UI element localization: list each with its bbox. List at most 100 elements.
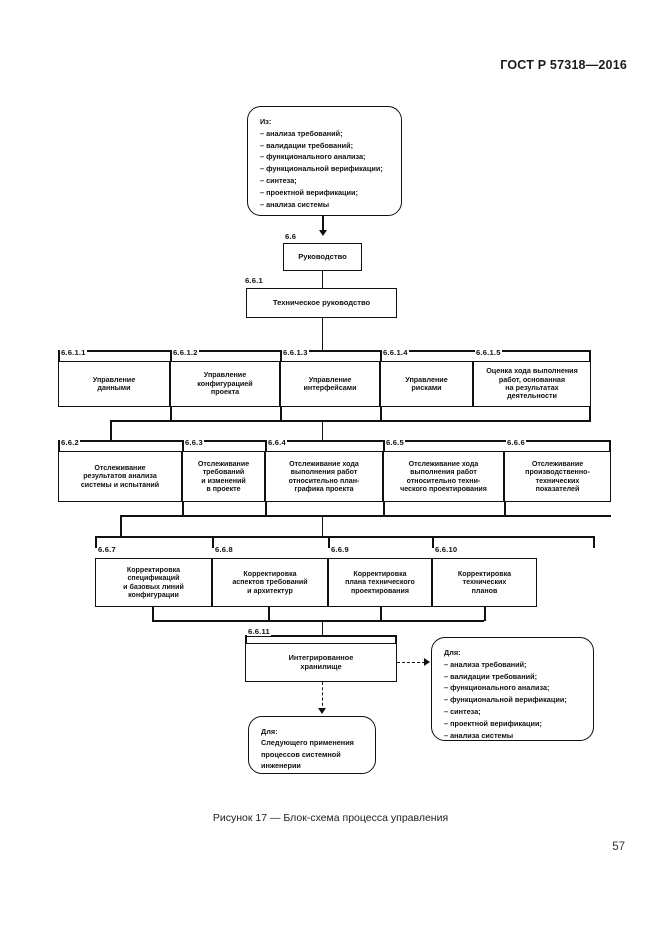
collector-row-1-left-leg xyxy=(110,420,112,440)
node-6-6-8-updating-requirements-and-architecture-aspects[interactable]: Корректировка аспектов требований и архи… xyxy=(212,558,328,607)
riser-r1-1 xyxy=(170,407,172,421)
dashed-connector-to-target-note xyxy=(397,662,425,663)
index-6-6-1-1: 6.6.1.1 xyxy=(60,348,87,357)
arrow-into-reuse-note xyxy=(318,708,326,714)
node-label: Управление интерфейсами xyxy=(303,374,357,392)
bus-3-drop-2 xyxy=(212,536,214,548)
riser-r3-2 xyxy=(268,607,270,621)
target-note-box: Для: – анализа требований; – валидации т… xyxy=(431,637,594,741)
bus-row-2 xyxy=(58,440,611,442)
index-6-6-11: 6.6.11 xyxy=(247,627,271,636)
index-6-6-7: 6.6.7 xyxy=(97,545,117,554)
index-6-6-9: 6.6.9 xyxy=(330,545,350,554)
bus-3-drop-4 xyxy=(432,536,434,548)
index-6-6-6: 6.6.6 xyxy=(506,438,526,447)
bus-row-3 xyxy=(95,536,595,538)
riser-r1-2 xyxy=(280,407,282,421)
node-6-6-9-updating-technical-design-plan[interactable]: Корректировка плана технического проекти… xyxy=(328,558,432,607)
node-6-6-1-4-risk-management[interactable]: Управление рисками xyxy=(380,361,473,407)
node-6-6-1-technical-management[interactable]: Техническое руководство xyxy=(246,288,397,318)
bus-1-drop-2 xyxy=(170,350,172,361)
bus-4-drop-right xyxy=(395,635,397,644)
node-6-6-2-tracking-system-analysis-and-test-results[interactable]: Отслеживание результатов анализа системы… xyxy=(58,451,182,502)
bus-3-drop-5 xyxy=(593,536,595,548)
node-label: Корректировка аспектов требований и архи… xyxy=(232,569,308,595)
node-label: Отслеживание требований и изменений в пр… xyxy=(197,459,250,493)
node-6-6-10-updating-technical-plans[interactable]: Корректировка технических планов xyxy=(432,558,537,607)
node-label: Отслеживание производственно- технически… xyxy=(525,459,590,493)
connector-6-6-1-to-bus-1 xyxy=(321,318,324,351)
collector-row-2-left-leg xyxy=(120,515,122,536)
index-6-6-1-3: 6.6.1.3 xyxy=(282,348,309,357)
index-6-6-2: 6.6.2 xyxy=(60,438,80,447)
bus-1-drop-3 xyxy=(280,350,282,361)
connector-6-6-to-6-6-1 xyxy=(321,271,324,288)
bus-row-1 xyxy=(58,350,591,352)
riser-r1-3 xyxy=(380,407,382,421)
node-label: Корректировка технических планов xyxy=(457,569,512,595)
node-label: Корректировка плана технического проекти… xyxy=(345,569,415,595)
bus-1-drop-1 xyxy=(58,350,60,361)
figure-caption: Рисунок 17 — Блок-схема процесса управле… xyxy=(212,812,449,824)
bus-2-drop-1 xyxy=(58,440,60,451)
collector-row-2 xyxy=(120,515,611,517)
index-6-6: 6.6 xyxy=(284,232,298,241)
riser-r2-3 xyxy=(383,502,385,516)
node-label: Руководство xyxy=(298,251,347,261)
node-6-6-1-3-interface-management[interactable]: Управление интерфейсами xyxy=(280,361,380,407)
bus-2-drop-2 xyxy=(182,440,184,451)
riser-r3-1 xyxy=(152,607,154,621)
node-6-6-1-2-project-configuration-management[interactable]: Управление конфигурацией проекта xyxy=(170,361,280,407)
index-6-6-1-4: 6.6.1.4 xyxy=(382,348,409,357)
node-label: Управление конфигурацией проекта xyxy=(197,370,253,397)
collector-row-1 xyxy=(110,420,591,422)
node-label: Отслеживание хода выполнения работ относ… xyxy=(400,459,487,493)
node-6-6-4-tracking-progress-against-project-schedule[interactable]: Отслеживание хода выполнения работ относ… xyxy=(265,451,383,502)
node-6-6-7-updating-specifications-and-configuration-baselines[interactable]: Корректировка спецификаций и базовых лин… xyxy=(95,558,212,607)
bus-2-drop-4 xyxy=(383,440,385,451)
riser-r2-2 xyxy=(265,502,267,516)
riser-r3-4 xyxy=(484,607,486,621)
index-6-6-1: 6.6.1 xyxy=(244,276,264,285)
node-label: Корректировка спецификаций и базовых лин… xyxy=(123,565,184,599)
collector-row-3 xyxy=(152,620,484,622)
connector-note-to-management xyxy=(322,216,324,232)
node-6-6-3-tracking-requirements-and-design-changes[interactable]: Отслеживание требований и изменений в пр… xyxy=(182,451,265,502)
node-6-6-1-1-data-management[interactable]: Управление данными xyxy=(58,361,170,407)
connector-to-bus-2 xyxy=(321,420,324,441)
index-6-6-8: 6.6.8 xyxy=(214,545,234,554)
index-6-6-3: 6.6.3 xyxy=(184,438,204,447)
connector-to-bus-3 xyxy=(321,515,324,537)
standard-header: ГОСТ Р 57318—2016 xyxy=(500,58,627,72)
node-6-6-5-tracking-progress-against-technical-design[interactable]: Отслеживание хода выполнения работ относ… xyxy=(383,451,504,502)
node-6-6-6-tracking-production-technical-metrics[interactable]: Отслеживание производственно- технически… xyxy=(504,451,611,502)
index-6-6-5: 6.6.5 xyxy=(385,438,405,447)
index-6-6-1-5: 6.6.1.5 xyxy=(475,348,502,357)
bus-2-drop-3 xyxy=(265,440,267,451)
dashed-connector-to-reuse-note xyxy=(321,682,323,711)
bus-1-drop-4 xyxy=(380,350,382,361)
bus-3-drop-3 xyxy=(328,536,330,548)
riser-r3-3 xyxy=(380,607,382,621)
node-label: Отслеживание хода выполнения работ относ… xyxy=(288,459,360,493)
bus-2-drop-5 xyxy=(609,440,611,451)
riser-r2-4 xyxy=(504,502,506,516)
node-label: Интегрированное хранилище xyxy=(288,652,354,671)
node-6-6-11-integrated-repository[interactable]: Интегрированное хранилище xyxy=(245,643,397,682)
node-label: Управление данными xyxy=(92,374,136,392)
riser-r1-4 xyxy=(589,407,591,421)
riser-r2-1 xyxy=(182,502,184,516)
node-label: Управление рисками xyxy=(405,374,448,392)
bus-row-4 xyxy=(245,635,397,637)
node-label: Отслеживание результатов анализа системы… xyxy=(80,463,160,489)
node-6-6-management[interactable]: Руководство xyxy=(283,243,362,271)
index-6-6-1-2: 6.6.1.2 xyxy=(172,348,199,357)
index-6-6-4: 6.6.4 xyxy=(267,438,287,447)
source-note-box: Из: – анализа требований; – валидации тр… xyxy=(247,106,402,216)
connector-to-6-6-11 xyxy=(321,620,324,636)
node-6-6-1-5-performance-based-progress-assessment[interactable]: Оценка хода выполнения работ, основанная… xyxy=(473,361,591,407)
arrow-into-target-note xyxy=(424,658,430,666)
node-label: Техническое руководство xyxy=(272,297,371,307)
